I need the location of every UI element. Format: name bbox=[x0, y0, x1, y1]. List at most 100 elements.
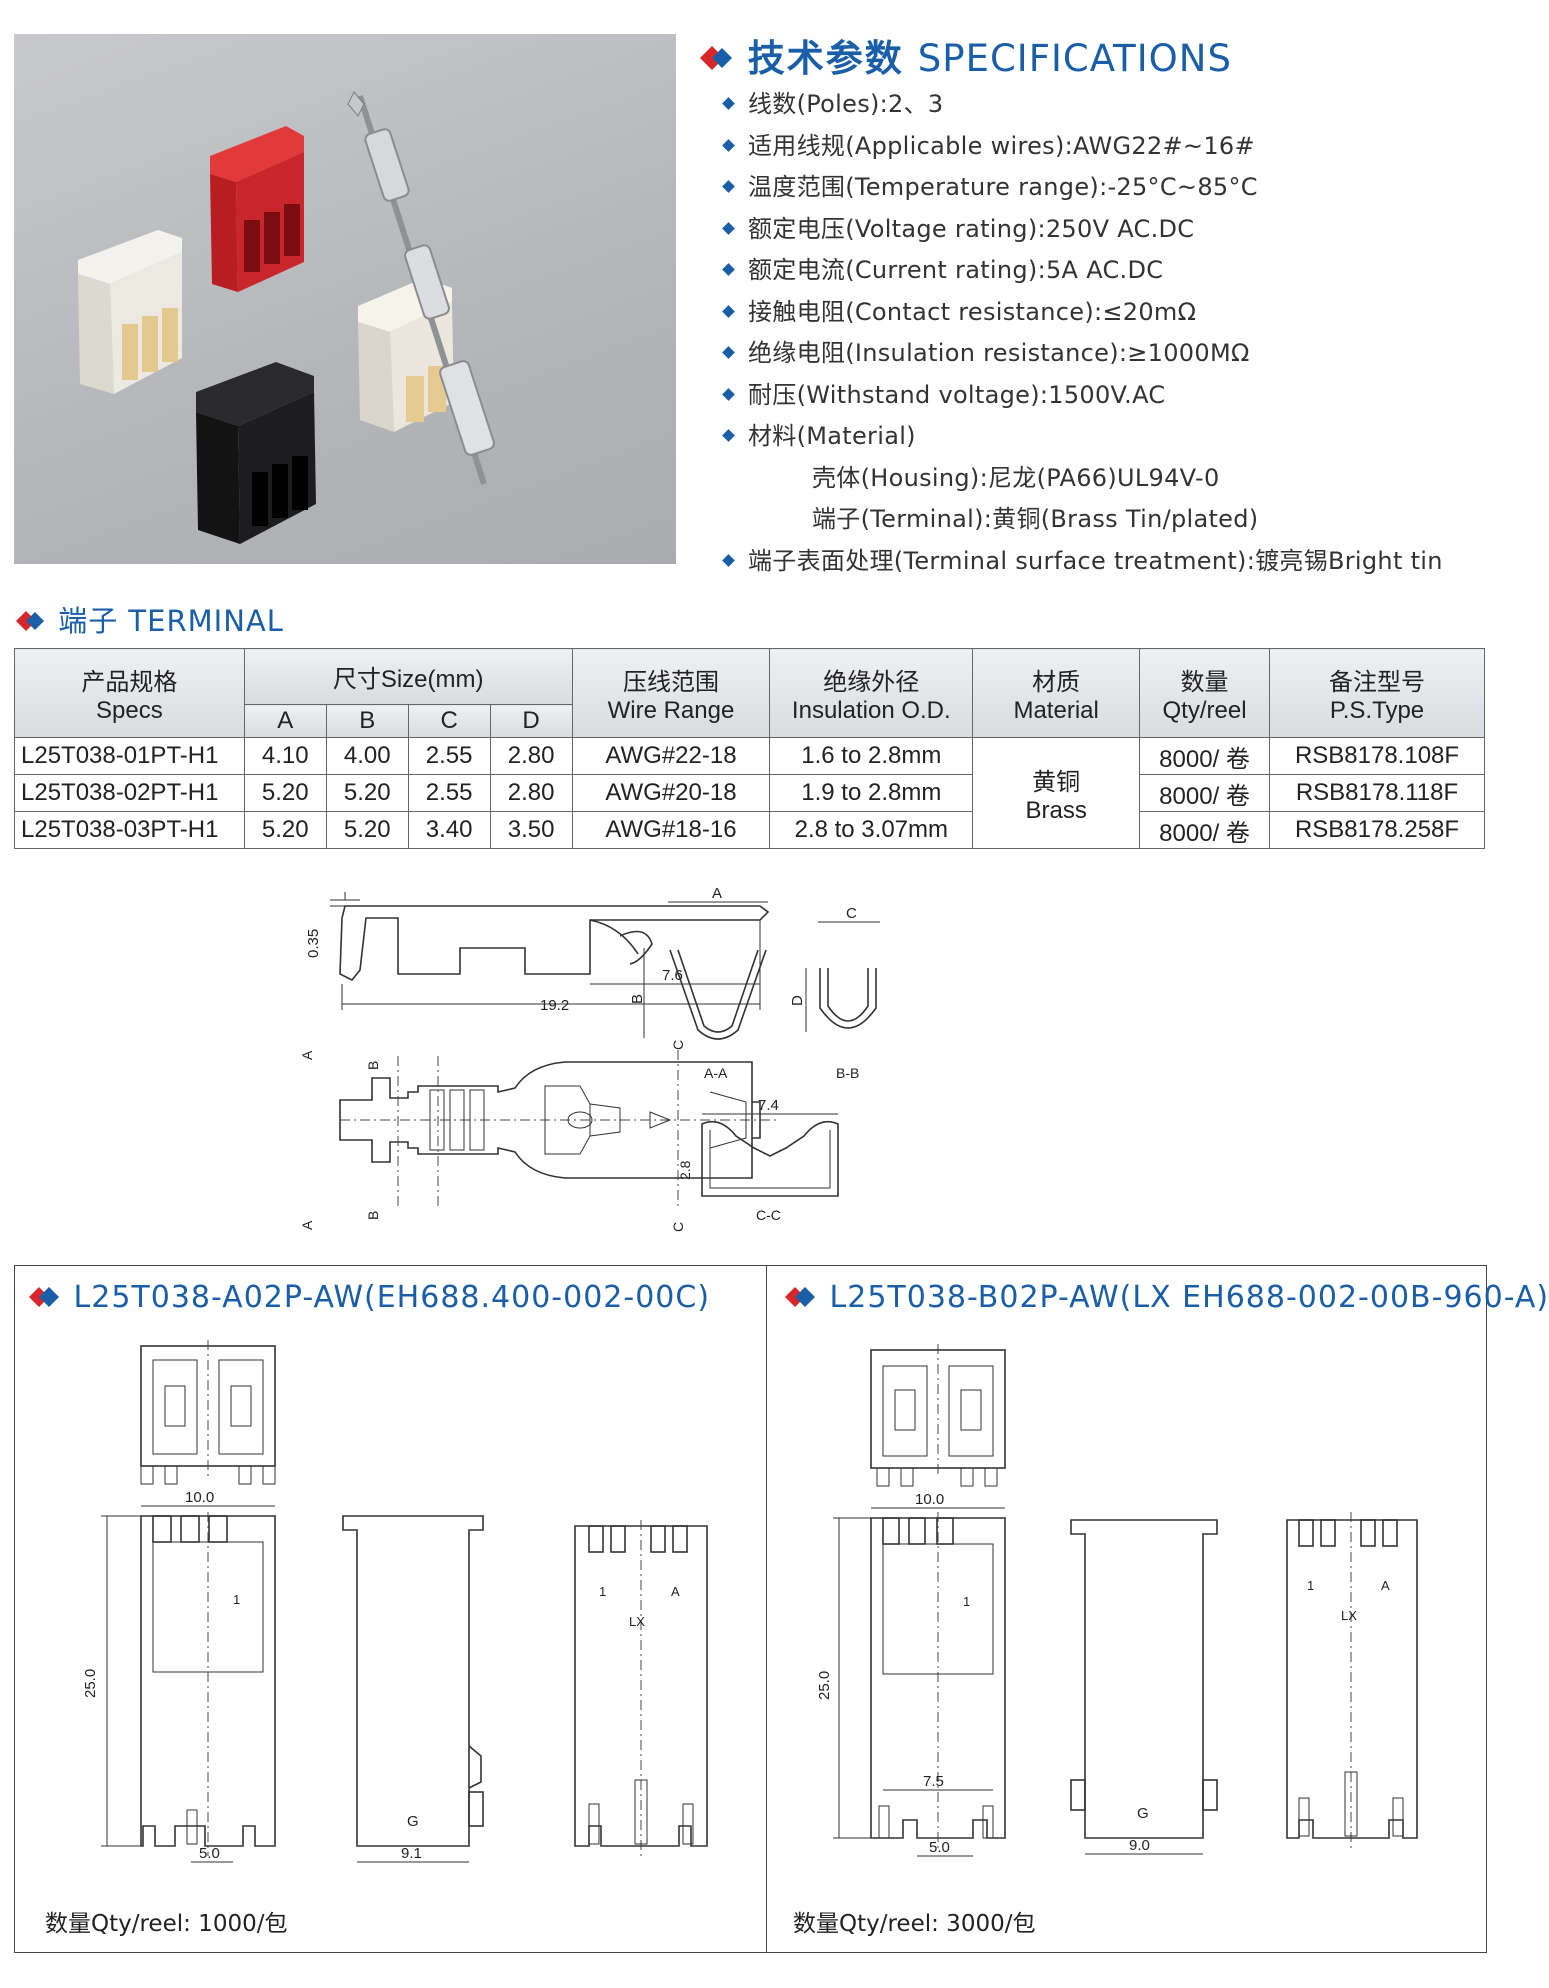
terminals-strip-image bbox=[347, 91, 495, 485]
section-cc-label: C-C bbox=[756, 1207, 781, 1223]
panel-a-title: L25T038-A02P-AW(EH688.400-002-00C) bbox=[27, 1280, 710, 1315]
svg-text:1: 1 bbox=[233, 1592, 240, 1607]
dim-91-label: 9.1 bbox=[401, 1845, 422, 1862]
spec-item: 适用线规(Applicable wires):AWG22#~16# bbox=[722, 126, 1443, 168]
svg-text:G: G bbox=[407, 1813, 419, 1830]
housing-a-rear-view: 1 A LX bbox=[574, 1520, 708, 1856]
terminal-title-text: 端子 TERMINAL bbox=[58, 604, 284, 638]
section-diamond-icon bbox=[16, 611, 44, 631]
spec-subitem: 壳体(Housing):尼龙(PA66)UL94V-0 bbox=[812, 463, 1220, 492]
dim-5-label: 5.0 bbox=[199, 1845, 220, 1862]
section-bb-label: B-B bbox=[836, 1065, 859, 1081]
col-header-c: C bbox=[407, 704, 491, 738]
bullet-diamond-icon bbox=[722, 304, 735, 318]
dim-75-label: 7.5 bbox=[923, 1773, 944, 1790]
housing-a-front-view: 1 25.0 5.0 bbox=[82, 1512, 276, 1863]
panel-b-title: L25T038-B02P-AW(LX EH688-002-00B-960-A) bbox=[783, 1280, 1549, 1315]
housing-b-side-view: G 9.0 bbox=[1070, 1519, 1218, 1855]
panel-b-qty: 数量Qty/reel: 3000/包 bbox=[793, 1911, 1036, 1937]
col-header-a: A bbox=[243, 704, 327, 738]
housing-a-side-view: G 9.1 bbox=[342, 1515, 484, 1863]
spec-item: 接触电阻(Contact resistance):≤20mΩ bbox=[722, 292, 1443, 334]
bullet-diamond-icon bbox=[722, 387, 735, 401]
terminal-top-view: A A B B C C bbox=[299, 1040, 780, 1232]
dim-035-label: 0.35 bbox=[305, 929, 322, 958]
black-housing-image bbox=[196, 362, 316, 544]
svg-text:A: A bbox=[299, 1220, 315, 1230]
white-housing-image bbox=[78, 230, 182, 394]
dim-28-label: 2.8 bbox=[677, 1160, 693, 1180]
dim-10-label: 10.0 bbox=[915, 1491, 944, 1508]
col-header-d: D bbox=[489, 704, 573, 738]
section-bb: C D B-B bbox=[789, 905, 880, 1081]
svg-text:LX: LX bbox=[629, 1614, 645, 1629]
svg-text:1: 1 bbox=[963, 1594, 970, 1609]
terminal-section-title: 端子 TERMINAL bbox=[14, 598, 284, 640]
bullet-diamond-icon bbox=[722, 180, 735, 193]
specs-title-en: SPECIFICATIONS bbox=[917, 37, 1232, 80]
svg-text:A: A bbox=[1381, 1578, 1390, 1593]
bullet-diamond-icon bbox=[722, 221, 735, 235]
svg-text:C: C bbox=[670, 1040, 686, 1050]
spec-item: 耐压(Withstand voltage):1500V.AC bbox=[722, 375, 1443, 417]
panel-a-drawing: 10.0 1 25.0 5.0 G 9.1 bbox=[82, 1340, 708, 1863]
dim-25-label: 25.0 bbox=[82, 1669, 99, 1698]
panel-b-drawing: 10.0 1 7.5 25.0 5.0 G bbox=[816, 1344, 1418, 1857]
svg-text:LX: LX bbox=[1341, 1608, 1357, 1623]
dim-5-label: 5.0 bbox=[929, 1839, 950, 1856]
section-cc: 7.4 2.8 C-C bbox=[677, 1097, 839, 1223]
housing-b-front-view: 1 7.5 25.0 5.0 bbox=[816, 1512, 1006, 1857]
col-header-size: 尺寸Size(mm) bbox=[243, 648, 573, 705]
bullet-diamond-icon bbox=[722, 553, 735, 567]
svg-text:A: A bbox=[712, 885, 722, 902]
dim-74-label: 7.4 bbox=[758, 1097, 779, 1114]
section-aa-label: A-A bbox=[704, 1065, 728, 1081]
svg-text:D: D bbox=[789, 995, 806, 1006]
section-diamond-icon bbox=[700, 46, 732, 70]
table-row: L25T038-03PT-H1 5.20 5.20 3.40 3.50 AWG#… bbox=[14, 811, 1485, 849]
svg-text:A: A bbox=[299, 1050, 315, 1060]
col-header-b: B bbox=[325, 704, 409, 738]
svg-text:C: C bbox=[846, 905, 857, 922]
dim-192-label: 19.2 bbox=[540, 997, 569, 1014]
table-row: L25T038-01PT-H1 4.10 4.00 2.55 2.80 AWG#… bbox=[14, 737, 1485, 849]
bullet-diamond-icon bbox=[722, 346, 735, 359]
terminal-side-view: 0.35 7.6 19.2 bbox=[305, 892, 770, 1014]
spec-subitem: 端子(Terminal):黄铜(Brass Tin/plated) bbox=[812, 505, 1259, 533]
dim-25-label: 25.0 bbox=[816, 1671, 833, 1700]
specs-list: 线数(Poles):2、3 适用线规(Applicable wires):AWG… bbox=[722, 84, 1443, 582]
spec-item: 材料(Material) bbox=[722, 416, 1443, 458]
bullet-diamond-icon bbox=[722, 97, 735, 110]
bullet-diamond-icon bbox=[722, 138, 735, 152]
spec-item: 端子表面处理(Terminal surface treatment):镀亮锡Br… bbox=[722, 541, 1443, 583]
housing-a-top-view bbox=[140, 1340, 276, 1485]
red-housing-image bbox=[210, 126, 304, 292]
section-aa: A B A-A bbox=[629, 885, 768, 1081]
svg-text:B: B bbox=[365, 1211, 381, 1220]
product-photo bbox=[14, 34, 676, 564]
bullet-diamond-icon bbox=[722, 263, 735, 276]
dim-90-label: 9.0 bbox=[1129, 1837, 1150, 1854]
section-diamond-icon bbox=[785, 1287, 815, 1307]
svg-text:1: 1 bbox=[599, 1584, 606, 1599]
dim-10-label: 10.0 bbox=[185, 1489, 214, 1506]
housing-panel-b: L25T038-B02P-AW(LX EH688-002-00B-960-A) … bbox=[766, 1265, 1548, 1953]
spec-item: 额定电流(Current rating):5A AC.DC bbox=[722, 250, 1443, 292]
terminal-drawing: 0.35 7.6 19.2 A A B B C C A B A-A bbox=[299, 885, 880, 1232]
table-row: L25T038-02PT-H1 5.20 5.20 2.55 2.80 AWG#… bbox=[14, 774, 1485, 812]
svg-text:G: G bbox=[1137, 1805, 1149, 1822]
section-diamond-icon bbox=[29, 1287, 59, 1307]
housing-b-top-view bbox=[870, 1344, 1006, 1487]
svg-text:B: B bbox=[629, 994, 646, 1004]
svg-text:C: C bbox=[670, 1222, 686, 1232]
panel-a-qty: 数量Qty/reel: 1000/包 bbox=[45, 1911, 288, 1937]
